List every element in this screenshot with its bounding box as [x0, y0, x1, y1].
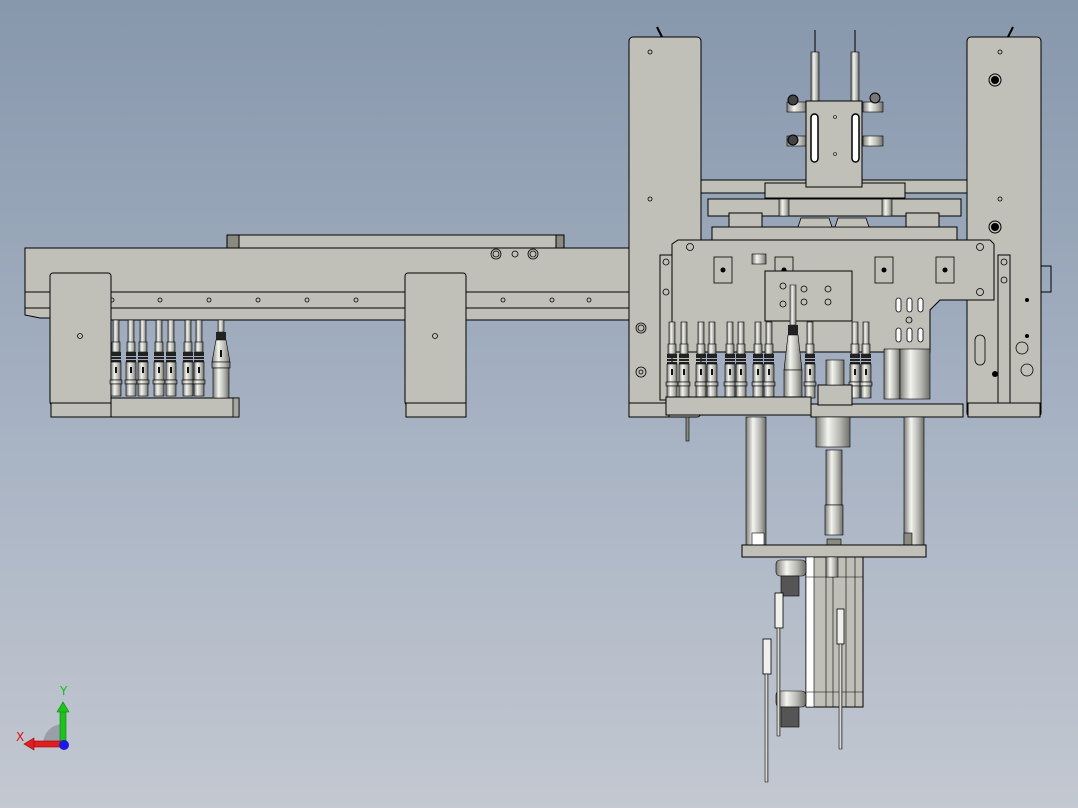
main-mounting-plate[interactable]	[659, 239, 995, 401]
top-cylinder-block[interactable]	[786, 30, 884, 188]
left-nozzle-row[interactable]	[109, 319, 240, 418]
vertical-cylinder[interactable]	[775, 556, 864, 728]
bottom-elbow-fitting	[775, 690, 807, 728]
bottom-plate[interactable]	[741, 544, 927, 558]
right-frame-right-column[interactable]	[966, 26, 1052, 418]
x-axis-label: X	[16, 730, 25, 744]
left-large-nozzle	[211, 319, 231, 399]
guide-rods[interactable]	[745, 416, 925, 548]
right-nozzle-row[interactable]	[665, 284, 964, 442]
left-support-leg[interactable]	[49, 272, 112, 418]
left-horizontal-beam[interactable]	[24, 234, 631, 321]
y-axis-label: Y	[60, 684, 68, 698]
right-large-nozzle	[783, 284, 803, 401]
sensor-rods[interactable]	[762, 592, 845, 783]
middle-support-leg[interactable]	[404, 272, 467, 418]
coordinate-triad: X Y	[10, 682, 80, 762]
triad-axes-icon	[23, 701, 70, 751]
top-elbow-fitting	[775, 559, 807, 597]
cross-rails[interactable]	[700, 179, 968, 242]
